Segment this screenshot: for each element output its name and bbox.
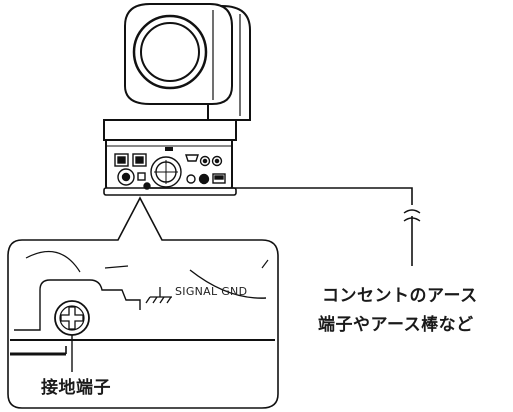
callout-bubble [7, 196, 279, 409]
hdmi-port [185, 154, 199, 162]
detail-callout [7, 196, 279, 409]
ground-terminal-small [143, 182, 151, 190]
lens-inner-ring [140, 22, 200, 82]
camera-head [124, 3, 251, 121]
small-switch [137, 172, 146, 181]
signal-gnd-label: SIGNAL GND [175, 285, 248, 298]
dc-port [198, 173, 210, 185]
ground-terminal-label: 接地端子 [41, 378, 111, 398]
ground-wire-line [150, 187, 413, 205]
rear-panel-connectors [114, 153, 226, 190]
outlet-label-line1: コンセントのアース [322, 286, 478, 306]
ground-wire [150, 187, 421, 266]
signal-ground-icon [145, 287, 172, 304]
audio-port [186, 174, 196, 184]
outlet-label-line2: 端子やアース棒など [318, 315, 474, 335]
